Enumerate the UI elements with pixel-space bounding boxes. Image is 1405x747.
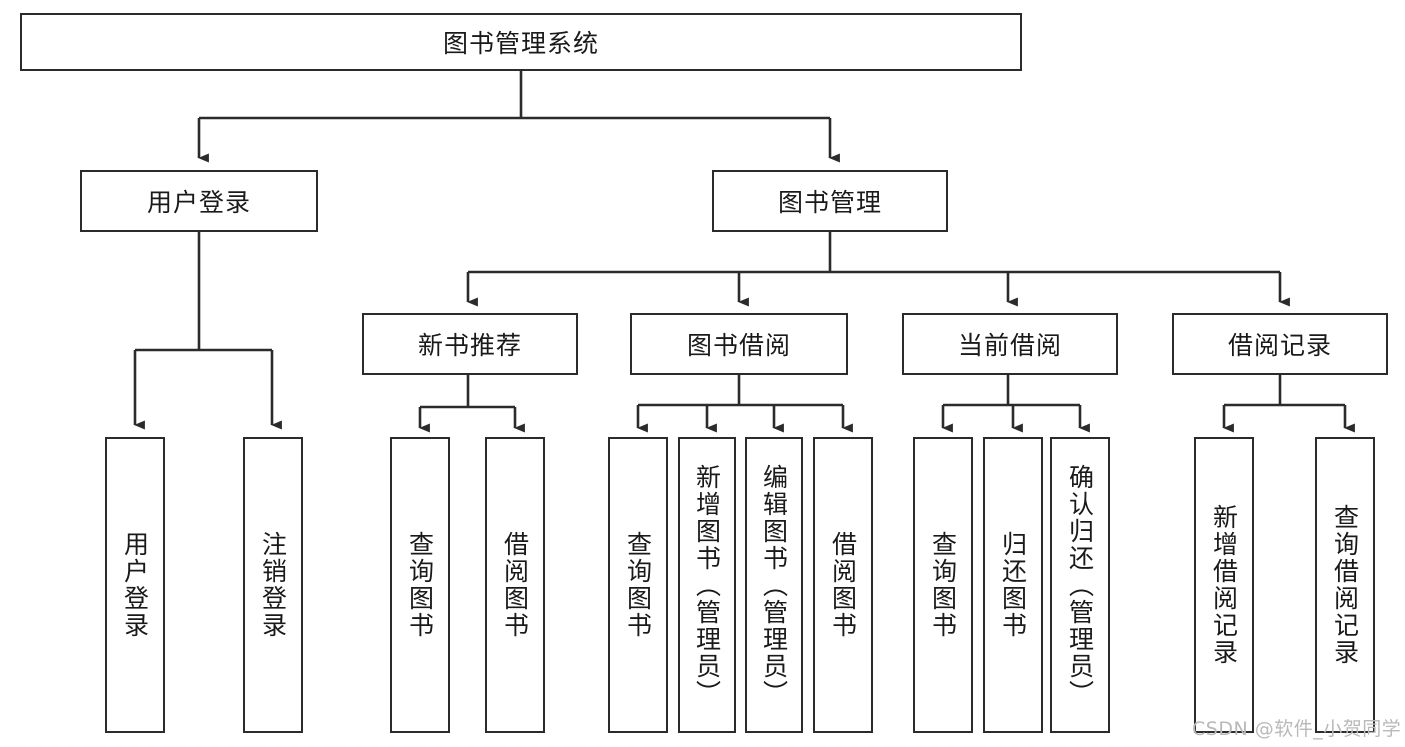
node-new-book-recommend[interactable]: 新书推荐 <box>362 313 578 375</box>
leaf-user-login[interactable]: 用户登录 <box>105 437 165 733</box>
leaf-currentloan-query-book[interactable]: 查询图书 <box>913 437 973 733</box>
leaf-user-logout[interactable]: 注销登录 <box>243 437 303 733</box>
leaf-bookborrow-edit-book-label: 编辑图书（管理员） <box>759 463 789 707</box>
node-book-management-label: 图书管理 <box>777 188 882 217</box>
leaf-newbook-borrow-book[interactable]: 借阅图书 <box>485 437 545 733</box>
node-current-loan[interactable]: 当前借阅 <box>902 313 1118 375</box>
leaf-user-logout-label: 注销登录 <box>258 531 288 639</box>
leaf-newbook-borrow-book-label: 借阅图书 <box>500 531 530 639</box>
node-new-book-recommend-label: 新书推荐 <box>417 331 522 360</box>
leaf-newbook-query-book-label: 查询图书 <box>405 531 435 639</box>
leaf-loanrecord-add-record-label: 新增借阅记录 <box>1209 504 1239 666</box>
node-book-borrow[interactable]: 图书借阅 <box>630 313 848 375</box>
leaf-bookborrow-query-book[interactable]: 查询图书 <box>608 437 668 733</box>
node-user-login[interactable]: 用户登录 <box>80 170 318 232</box>
leaf-loanrecord-query-record-label: 查询借阅记录 <box>1330 504 1360 666</box>
node-user-login-label: 用户登录 <box>146 188 251 217</box>
leaf-bookborrow-borrow-book-label: 借阅图书 <box>828 531 858 639</box>
node-loan-record-label: 借阅记录 <box>1227 331 1332 360</box>
leaf-currentloan-confirm-return[interactable]: 确认归还（管理员） <box>1050 437 1110 733</box>
leaf-currentloan-query-book-label: 查询图书 <box>928 531 958 639</box>
leaf-bookborrow-edit-book[interactable]: 编辑图书（管理员） <box>745 437 803 733</box>
leaf-currentloan-return-book-label: 归还图书 <box>998 531 1028 639</box>
leaf-currentloan-return-book[interactable]: 归还图书 <box>983 437 1043 733</box>
leaf-bookborrow-query-book-label: 查询图书 <box>623 531 653 639</box>
node-book-borrow-label: 图书借阅 <box>686 331 791 360</box>
leaf-currentloan-confirm-return-label: 确认归还（管理员） <box>1065 463 1095 707</box>
node-book-management[interactable]: 图书管理 <box>712 170 948 232</box>
leaf-bookborrow-add-book[interactable]: 新增图书（管理员） <box>678 437 736 733</box>
leaf-loanrecord-query-record[interactable]: 查询借阅记录 <box>1315 437 1375 733</box>
node-current-loan-label: 当前借阅 <box>957 331 1062 360</box>
leaf-user-login-label: 用户登录 <box>120 531 150 639</box>
node-loan-record[interactable]: 借阅记录 <box>1172 313 1388 375</box>
node-root-label: 图书管理系统 <box>442 29 599 58</box>
leaf-bookborrow-borrow-book[interactable]: 借阅图书 <box>813 437 873 733</box>
leaf-bookborrow-add-book-label: 新增图书（管理员） <box>692 463 722 707</box>
leaf-newbook-query-book[interactable]: 查询图书 <box>390 437 450 733</box>
node-root[interactable]: 图书管理系统 <box>20 13 1022 71</box>
leaf-loanrecord-add-record[interactable]: 新增借阅记录 <box>1194 437 1254 733</box>
